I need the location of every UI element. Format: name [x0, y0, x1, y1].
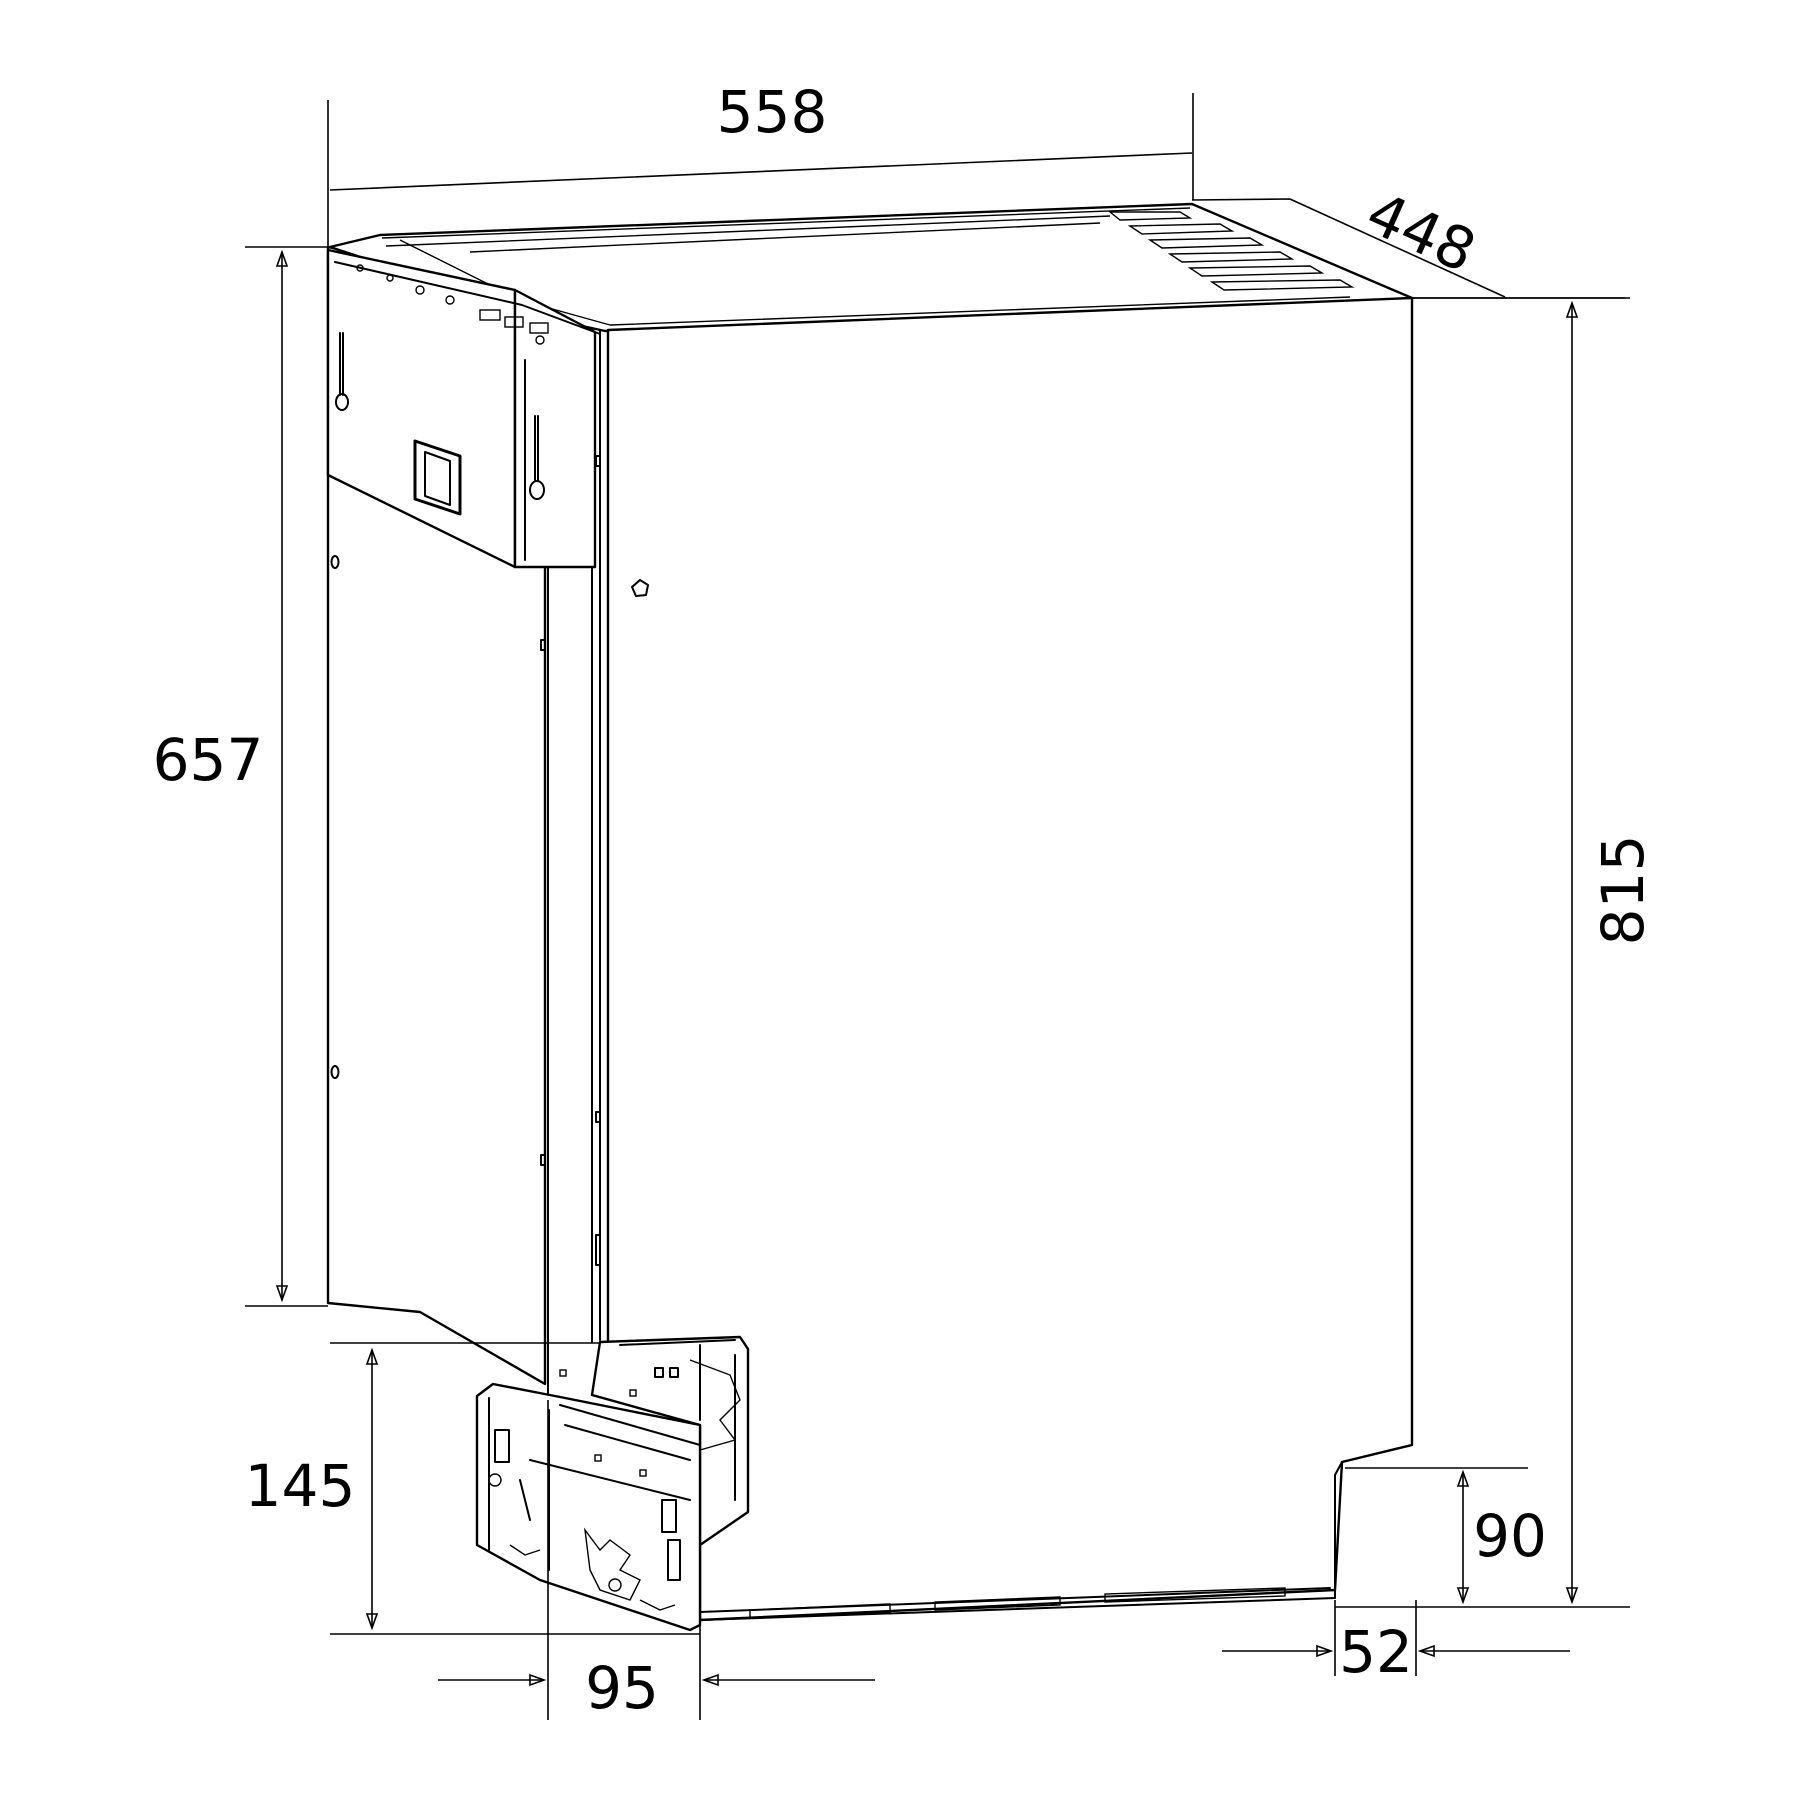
label-foot-depth: 52: [1339, 1618, 1413, 1686]
right-hook-icon: [529, 415, 545, 500]
front-left-strip: [547, 329, 601, 1397]
control-buttons: [356, 264, 549, 345]
label-height-total: 815: [1589, 835, 1657, 946]
appliance-body: [326, 202, 1414, 1632]
label-foot-height: 90: [1473, 1502, 1547, 1570]
control-panel-side: [513, 288, 597, 569]
label-width-top: 558: [717, 78, 828, 146]
top-frame-lines: [381, 207, 1351, 326]
top-vent-slots: [1108, 211, 1355, 291]
right-foot: [1334, 1444, 1413, 1599]
dimension-arrows: [275, 249, 1579, 1687]
plinth-bracket: [475, 1335, 750, 1632]
left-hook-icon: [335, 332, 349, 411]
label-depth: 448: [1357, 179, 1486, 286]
label-plinth-height: 145: [245, 1452, 356, 1520]
base-vent-slots: [749, 1587, 1286, 1619]
side-panel-details: [330, 455, 601, 1266]
label-height-left: 657: [153, 726, 264, 794]
control-panel-edge: [334, 261, 601, 561]
dimension-lines: [245, 93, 1630, 1720]
door-latch-window: [413, 439, 462, 516]
door-screw: [631, 579, 649, 597]
label-plinth-offset: 95: [585, 1654, 659, 1722]
